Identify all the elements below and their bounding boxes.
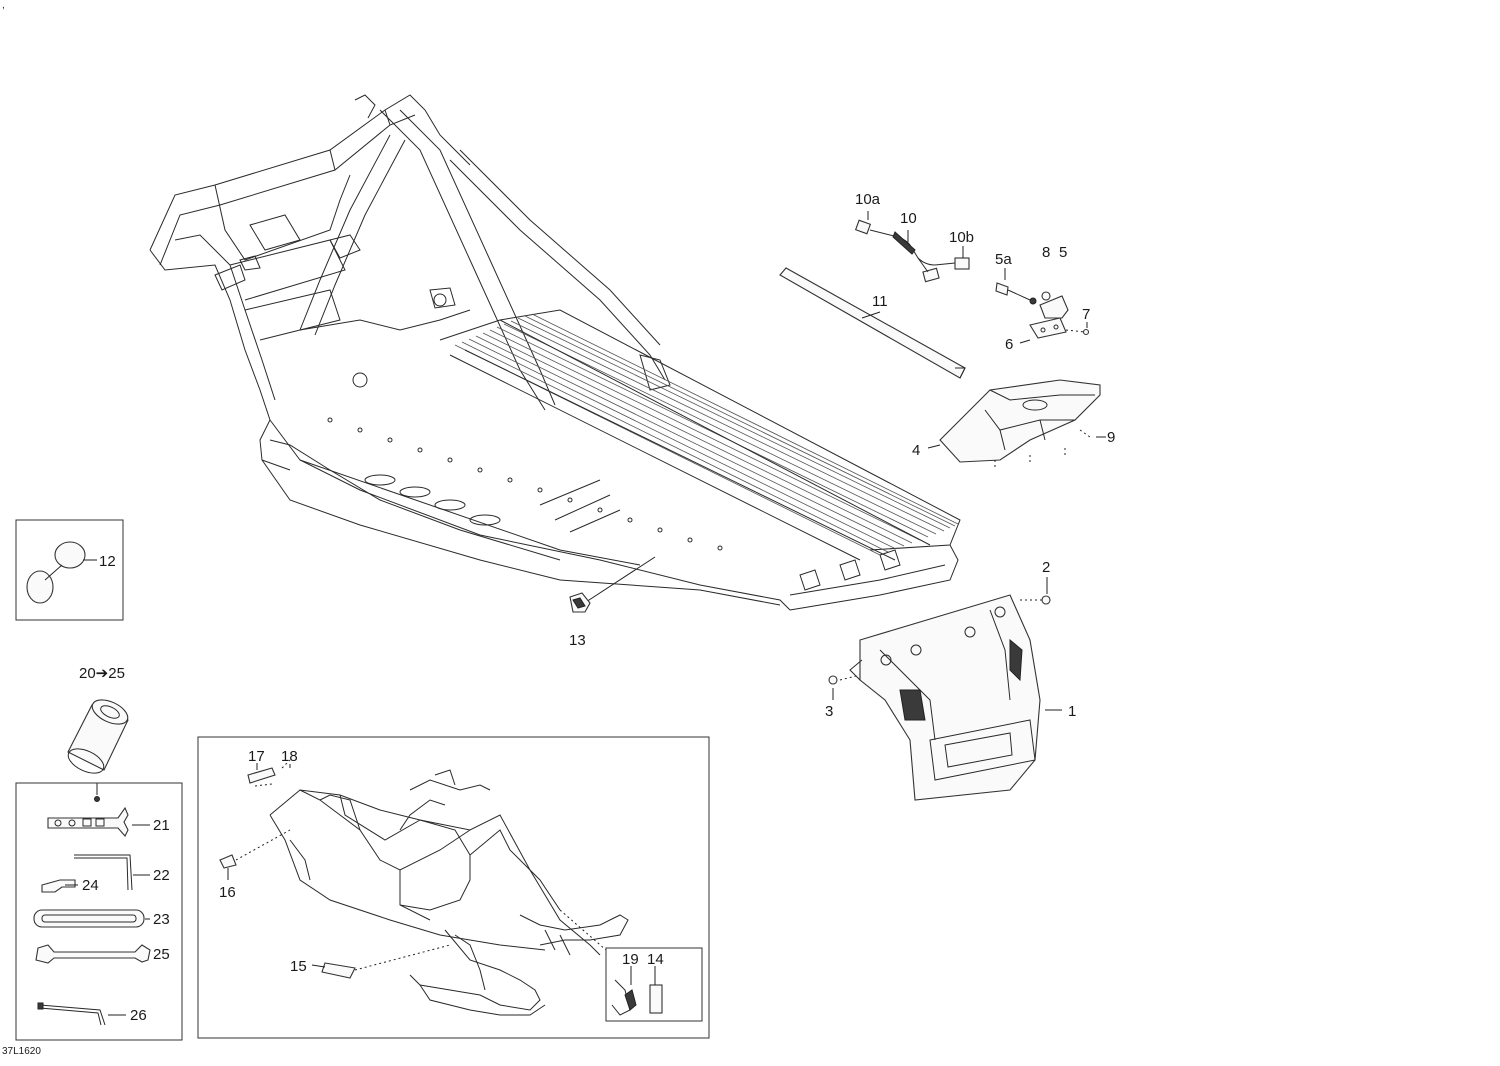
decal-15 (321, 962, 356, 979)
harness-10 (854, 219, 970, 283)
callout-24: 24 (82, 877, 99, 894)
box-19-14 (605, 947, 703, 1022)
callout-18: 18 (281, 748, 298, 765)
callout-5a: 5a (995, 251, 1012, 268)
callout-7: 7 (1082, 306, 1090, 323)
callout-16: 16 (219, 884, 236, 901)
callout-4: 4 (912, 442, 920, 459)
callout-13: 13 (569, 632, 586, 649)
decal-19 (611, 979, 637, 1016)
callout-23: 23 (153, 911, 170, 928)
mirror-12 (26, 541, 86, 604)
corner-mark: , (2, 0, 5, 11)
drawing-id: 37L1620 (2, 1046, 41, 1057)
decal-box (197, 736, 710, 1039)
callout-21: 21 (153, 817, 170, 834)
callout-14: 14 (647, 951, 664, 968)
callout-1: 1 (1068, 703, 1076, 720)
tool-24 (41, 879, 76, 893)
callout-6: 6 (1005, 336, 1013, 353)
callout-11: 11 (872, 293, 888, 310)
tunnel-rivets (327, 417, 723, 551)
callout-19: 19 (622, 951, 639, 968)
frame-tunnel-assembly (149, 94, 961, 611)
callout-labels: 1 2 3 4 5 5a 6 7 8 9 10 10a 10b 11 12 13… (79, 191, 1115, 1024)
sled-outline (269, 769, 629, 1016)
tool-21 (47, 806, 129, 837)
callout-8: 8 (1042, 244, 1050, 261)
taillight-assembly (995, 282, 1090, 339)
washer-3 (828, 675, 838, 685)
box-12 (15, 519, 124, 621)
callout-22: 22 (153, 867, 170, 884)
callout-20-25: 20➔25 (79, 665, 125, 682)
strip-11 (779, 267, 966, 379)
clip-13 (569, 592, 591, 613)
decal-16 (219, 854, 237, 869)
tool-26 (37, 1002, 106, 1026)
decal-17 (247, 767, 276, 784)
callout-5: 5 (1059, 244, 1067, 261)
callout-10a: 10a (855, 191, 881, 208)
callout-12: 12 (99, 553, 116, 570)
snow-flap-1 (839, 594, 1045, 801)
callout-10b: 10b (949, 229, 974, 246)
tool-22 (74, 854, 133, 891)
callout-25: 25 (153, 946, 170, 963)
callout-17: 17 (248, 748, 265, 765)
callout-10: 10 (900, 210, 917, 227)
tool-kit-box (15, 782, 183, 1041)
tool-23 (33, 909, 145, 928)
callout-3: 3 (825, 703, 833, 720)
callout-9: 9 (1107, 429, 1115, 446)
tool-pouch (67, 699, 129, 774)
heat-exchanger-fins (454, 313, 959, 556)
washer-2 (1041, 595, 1051, 605)
callout-15: 15 (290, 958, 307, 975)
rear-bumper-4 (939, 379, 1101, 470)
callout-2: 2 (1042, 559, 1050, 576)
tool-25 (35, 944, 151, 964)
callout-26: 26 (130, 1007, 147, 1024)
decal-14 (649, 984, 663, 1014)
